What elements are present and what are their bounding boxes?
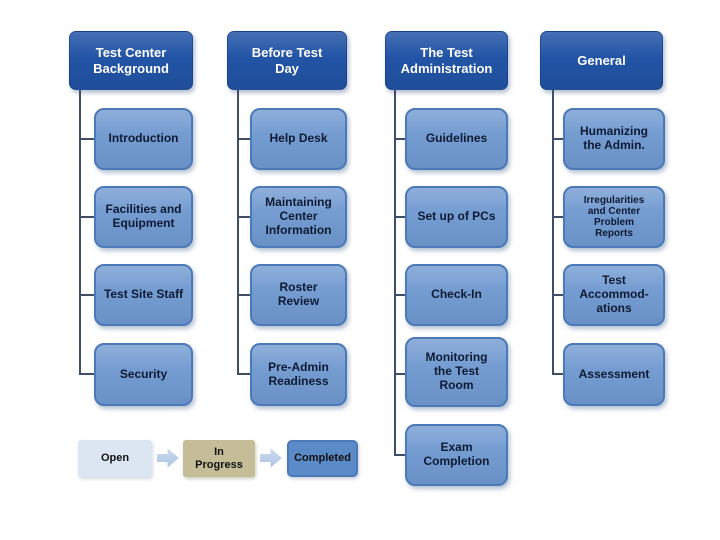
connector-stub [394, 216, 405, 218]
legend-box-open: Open [78, 440, 152, 477]
topic-box: Security [94, 343, 193, 406]
connector-stub [237, 294, 250, 296]
topic-box: Roster Review [250, 264, 347, 326]
topic-box: Exam Completion [405, 424, 508, 486]
header-test-administration: The Test Administration [385, 31, 508, 90]
header-test-center-background: Test Center Background [69, 31, 193, 90]
connector-stub [394, 454, 405, 456]
connector-stub [552, 373, 563, 375]
connector-vline [552, 90, 554, 375]
connector-stub [394, 373, 405, 375]
connector-stub [237, 216, 250, 218]
legend-box-completed: Completed [287, 440, 358, 477]
topic-box: Guidelines [405, 108, 508, 170]
connector-stub [552, 216, 563, 218]
connector-stub [79, 216, 94, 218]
connector-vline [237, 90, 239, 375]
connector-vline [79, 90, 81, 375]
legend-box-in-progress: In Progress [183, 440, 255, 477]
topic-box: Monitoring the Test Room [405, 337, 508, 407]
topic-box: Test Site Staff [94, 264, 193, 326]
connector-stub [79, 138, 94, 140]
connector-stub [394, 294, 405, 296]
arrow-right-icon [157, 448, 179, 468]
connector-stub [394, 138, 405, 140]
topic-box: Pre-Admin Readiness [250, 343, 347, 406]
topic-box: Introduction [94, 108, 193, 170]
topic-box: Maintaining Center Information [250, 186, 347, 248]
topic-box: Humanizing the Admin. [563, 108, 665, 170]
header-general: General [540, 31, 663, 90]
connector-stub [552, 138, 563, 140]
topic-box: Check-In [405, 264, 508, 326]
connector-stub [79, 373, 94, 375]
topic-box: Assessment [563, 343, 665, 406]
header-before-test-day: Before Test Day [227, 31, 347, 90]
arrow-right-icon [260, 448, 282, 468]
topic-box: Help Desk [250, 108, 347, 170]
topic-box: Test Accommod-ations [563, 264, 665, 326]
connector-stub [79, 294, 94, 296]
connector-vline [394, 90, 396, 456]
connector-stub [237, 138, 250, 140]
topic-box: Irregularities and Center Problem Report… [563, 186, 665, 248]
topic-box: Set up of PCs [405, 186, 508, 248]
topic-box: Facilities and Equipment [94, 186, 193, 248]
connector-stub [552, 294, 563, 296]
connector-stub [237, 373, 250, 375]
